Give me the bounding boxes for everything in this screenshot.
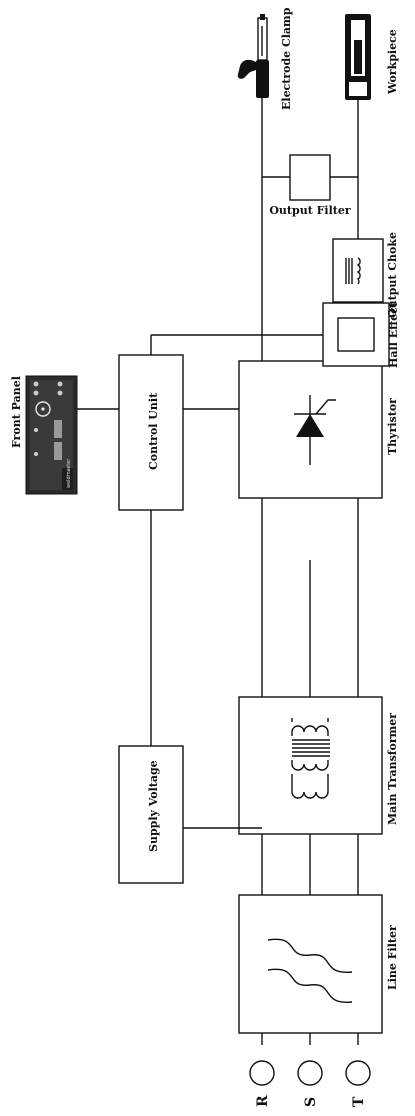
phase-t-terminal [345,1060,371,1086]
phase-s-label: S [303,1097,319,1107]
control-unit-label: Control Unit [147,392,160,470]
transformer-coils-icon [291,718,330,799]
thyristor-diode-icon [294,395,336,465]
front-panel: Front Panel weldmaster [10,375,78,495]
supply-voltage-label: Supply Voltage [147,760,160,852]
front-panel-label: Front Panel [10,376,23,448]
output-filter-block: Output Filter [269,154,351,217]
thyristor-label: Thyristor [386,398,399,455]
output-choke-label: Output Choke [386,232,399,318]
phase-t-label: T [351,1096,367,1107]
electrode-clamp: Electrode Clamp [237,7,293,110]
control-unit-block: Control Unit [77,334,323,746]
phase-r-label: R [255,1095,271,1107]
thyristor-block: Thyristor [238,360,399,499]
line-filter-block: Line Filter [238,894,399,1034]
line-filter-label: Line Filter [386,925,399,990]
hall-effect-label: Hall Effect [387,301,400,368]
output-choke-block: Output Choke [332,232,399,318]
main-transformer-block: Main Transformer [238,696,399,835]
ground-clamp-icon [345,14,371,100]
hall-sensor-square-icon [337,317,375,352]
main-transformer-label: Main Transformer [386,713,399,825]
control-panel-image: weldmaster [25,375,78,495]
workpiece-label: Workpiece [386,29,399,95]
output-filter-label: Output Filter [269,204,351,217]
electrode-clamp-label: Electrode Clamp [280,7,293,110]
workpiece: Workpiece [345,14,399,100]
ac-wave-filter-icon [267,938,353,1003]
inductor-coil-icon [345,257,361,285]
phase-r-terminal [249,1060,275,1086]
phase-s-terminal [297,1060,323,1086]
phase-inputs: R S T [249,1060,371,1107]
hall-effect-block: Hall Effect [322,301,400,368]
electrode-holder-icon [237,14,269,98]
panel-brand-text: weldmaster [66,458,72,488]
